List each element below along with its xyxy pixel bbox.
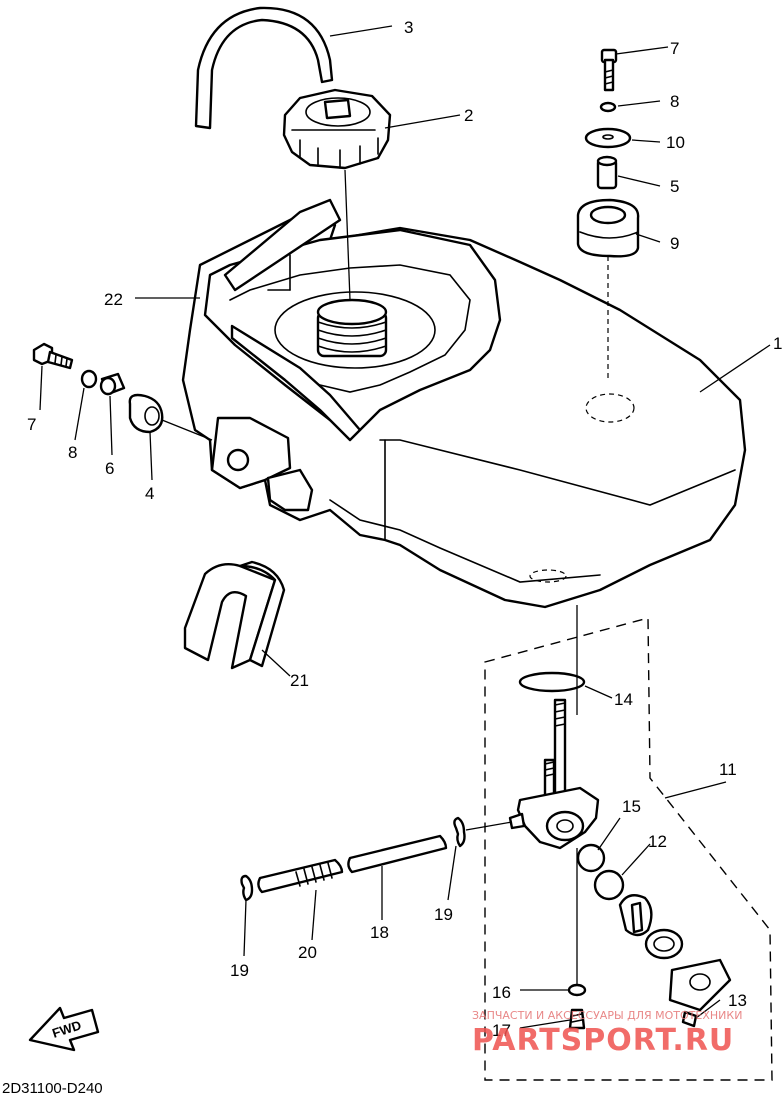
fuel-cock-assembly xyxy=(465,605,773,1081)
callout-7-right: 7 xyxy=(670,39,679,58)
callout-22: 22 xyxy=(104,290,123,309)
breather-hose xyxy=(194,6,334,130)
front-mount-hardware xyxy=(32,342,213,441)
callout-6: 6 xyxy=(105,459,114,478)
callout-10: 10 xyxy=(666,133,685,152)
callout-3: 3 xyxy=(404,18,413,37)
callout-13: 13 xyxy=(728,991,747,1010)
callout-15: 15 xyxy=(622,797,641,816)
filler-cap xyxy=(282,88,392,170)
callout-11: 11 xyxy=(719,760,737,779)
upper-mount-hardware xyxy=(576,48,640,380)
callout-21: 21 xyxy=(290,671,309,690)
callout-18: 18 xyxy=(370,923,389,942)
watermark: ЗАПЧАСТИ И АКСЕССУАРЫ ДЛЯ МОТОТЕХНИКИ PA… xyxy=(472,1009,742,1058)
callout-19-right: 19 xyxy=(434,905,453,924)
callout-5: 5 xyxy=(670,177,679,196)
callout-7-left: 7 xyxy=(27,415,36,434)
callout-8-left: 8 xyxy=(68,443,77,462)
fuel-hose-set xyxy=(240,816,466,902)
callout-9: 9 xyxy=(670,234,679,253)
callout-1: 1 xyxy=(773,334,782,353)
callout-16: 16 xyxy=(492,983,511,1002)
watermark-brand: PARTSPORT.RU xyxy=(472,1023,734,1058)
diagram-code: 2D31100-D240 xyxy=(2,1080,103,1097)
callout-2: 2 xyxy=(464,106,473,125)
callout-14: 14 xyxy=(614,690,633,709)
leader-lines xyxy=(39,25,771,1029)
tank-protector-u xyxy=(183,560,286,670)
fwd-arrow: FWD xyxy=(28,1006,100,1052)
callout-19-left: 19 xyxy=(230,961,249,980)
callout-labels: 1 2 3 4 5 6 7 7 8 8 9 10 11 12 13 14 15 … xyxy=(27,18,782,1040)
callout-4: 4 xyxy=(145,484,154,503)
watermark-caption: ЗАПЧАСТИ И АКСЕССУАРЫ ДЛЯ МОТОТЕХНИКИ xyxy=(472,1009,742,1022)
callout-17: 17 xyxy=(492,1021,511,1040)
callout-20: 20 xyxy=(298,943,317,962)
callout-8-right: 8 xyxy=(670,92,679,111)
fuel-tank xyxy=(181,198,747,609)
callout-12: 12 xyxy=(648,832,667,851)
